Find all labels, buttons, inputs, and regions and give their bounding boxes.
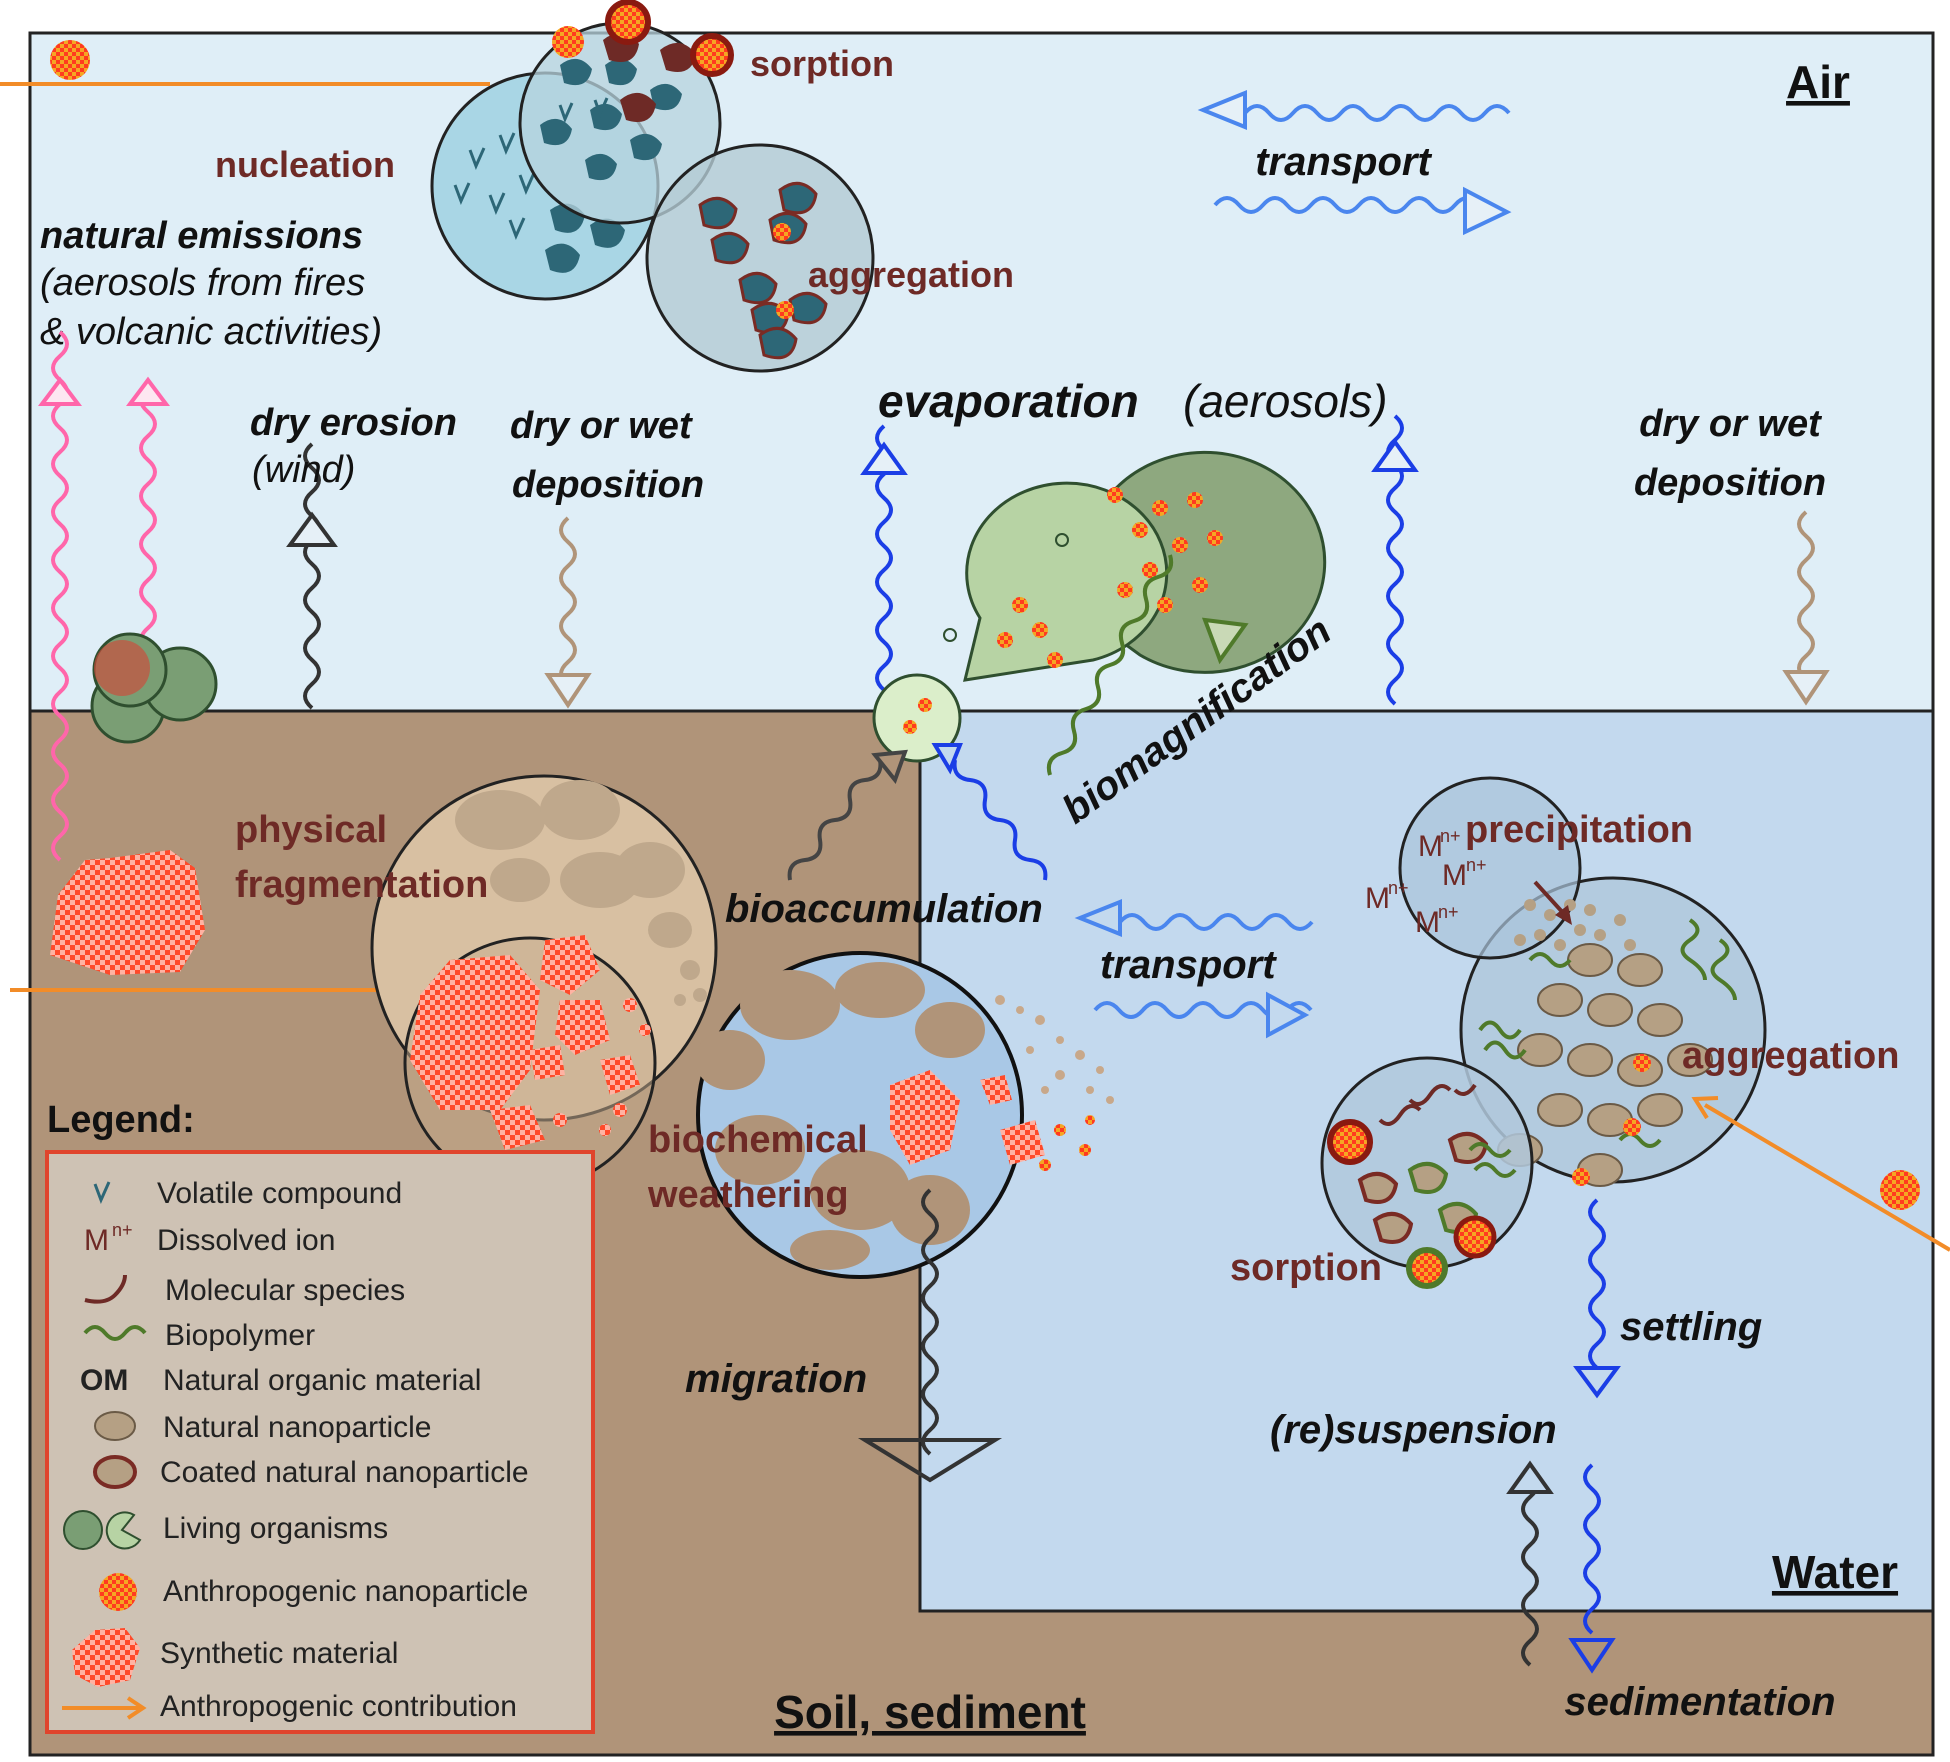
om-icon: OM [80,1364,128,1397]
legend-item-molecular: Molecular species [165,1274,405,1307]
ion-2: M [1442,859,1467,892]
biomagnification-organisms [872,450,1327,763]
label-sorption-water: sorption [1230,1247,1382,1289]
legend-item-volatile: Volatile compound [157,1177,402,1210]
legend-item-ion: Dissolved ion [157,1224,335,1257]
label-nucleation: nucleation [215,144,395,185]
label-deposition-left-1: dry or wet [510,405,693,447]
label-sedimentation: sedimentation [1564,1680,1835,1724]
label-deposition-right-1: dry or wet [1639,403,1822,445]
ion-2-sup: n+ [1466,855,1487,875]
legend-title: Legend: [47,1099,195,1141]
migration-arrow [857,1188,1003,1483]
synthetic-material-legend-icon [72,1628,140,1687]
legend-item-anthropogenic-np: Anthropogenic nanoparticle [163,1575,528,1608]
label-deposition-right-2: deposition [1634,462,1826,504]
legend-item-anthropogenic-contribution: Anthropogenic contribution [160,1690,517,1723]
label-biochemical-2: weathering [647,1174,849,1216]
physical-fragmentation-cluster [370,774,718,1190]
biopolymer-icon [83,1325,147,1341]
label-evaporation-detail: (aerosols) [1183,375,1388,427]
settling-arrow [1573,1198,1621,1399]
label-migration: migration [685,1357,867,1401]
label-natural-emissions-detail-1: (aerosols from fires [40,262,365,304]
anthropogenic-arrow-water [1691,1096,1950,1252]
label-settling: settling [1620,1305,1762,1349]
sorption-cluster-water [1320,1056,1534,1289]
zone-title-soil: Soil, sediment [774,1686,1086,1738]
anthropogenic-contribution-legend-icon-head [126,1696,147,1720]
label-transport-air: transport [1255,140,1432,184]
biomagnification-arrow [1046,554,1249,776]
ion-1: M [1418,830,1443,863]
dry-erosion-arrow [286,442,338,710]
legend-item-organisms: Living organisms [163,1512,388,1545]
ion-4: M [1415,906,1440,939]
label-evaporation: evaporation [878,375,1139,427]
label-aggregation-water: aggregation [1682,1035,1899,1077]
biochemical-weathering-cluster [695,951,1114,1279]
dissolved-ions: M n+ M n+ M n+ M n+ [1365,826,1487,939]
label-aggregation-air: aggregation [808,254,1014,295]
coated-nanoparticle-icon [93,1455,137,1489]
ion-3-sup: n+ [1388,878,1409,898]
legend: Legend: Volatile compound M n+ Dissolved… [45,1099,595,1734]
zone-title-water: Water [1772,1546,1898,1598]
label-deposition-left-2: deposition [512,464,704,506]
label-bioaccumulation: bioaccumulation [725,887,1043,931]
precipitation-cluster [1398,776,1636,960]
legend-item-biopolymer: Biopolymer [165,1319,315,1352]
evaporation-arrows [860,414,1419,706]
label-physical-2: fragmentation [235,864,488,906]
label-transport-water: transport [1100,943,1277,987]
legend-item-synthetic: Synthetic material [160,1637,398,1670]
label-biochemical-1: biochemical [648,1119,868,1161]
label-sorption-air: sorption [750,43,894,84]
dissolved-ion-icon: M [84,1224,109,1257]
zone-title-air: Air [1786,56,1850,108]
deposition-arrow-right [1782,510,1830,706]
molecular-species-icon [84,1274,127,1304]
label-dry-erosion-detail: (wind) [252,449,355,491]
label-natural-emissions-detail-2: & volcanic activities) [40,311,382,353]
synthetic-material-icon [50,850,205,975]
legend-item-coated-np: Coated natural nanoparticle [160,1456,529,1489]
legend-item-natural-np: Natural nanoparticle [163,1411,432,1444]
legend-item-om: Natural organic material [163,1364,481,1397]
label-resuspension: (re)suspension [1270,1408,1557,1452]
sorption-cluster-air [518,0,734,225]
natural-nanoparticle-icon [94,1411,136,1441]
resuspension-arrow [1506,1460,1554,1667]
ion-4-sup: n+ [1438,902,1459,922]
label-dry-erosion: dry erosion [250,402,457,444]
ion-3: M [1365,882,1390,915]
label-physical-1: physical [235,809,387,851]
aggregation-cluster-water [1459,876,1767,1187]
ion-1-sup: n+ [1440,826,1461,846]
living-organisms-icon [90,632,218,744]
deposition-arrow-left [544,516,592,709]
transport-arrows-air [1197,90,1512,236]
anthropogenic-np-icon [99,1573,137,1611]
living-organism-pacman-icon [105,1511,142,1550]
label-natural-emissions: natural emissions [40,215,363,257]
sedimentation-arrow [1568,1463,1616,1674]
anthropogenic-nanoparticle-icon [50,40,90,80]
dissolved-ion-icon-sup: n+ [112,1220,133,1240]
label-precipitation: precipitation [1465,809,1693,851]
legend-box [45,1150,595,1734]
living-organism-icon [63,1510,103,1550]
aggregation-cluster-air [645,143,875,373]
volatile-compound-icon [93,1181,111,1204]
bioaccumulation-arrows [787,743,1048,881]
transport-arrows-water [1074,899,1314,1039]
